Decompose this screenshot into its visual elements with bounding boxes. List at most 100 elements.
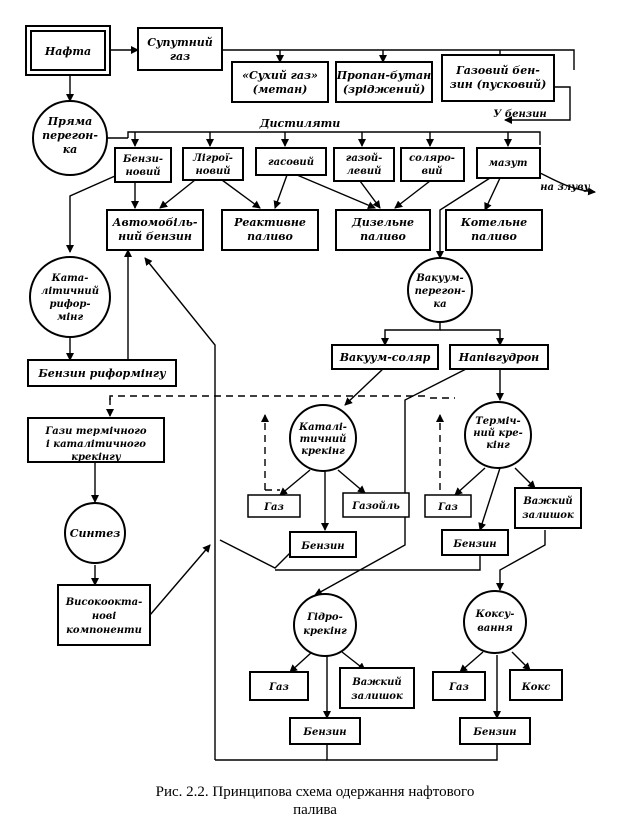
node-koks-box [509,669,563,701]
hidrokrekinh-label-0: Гідро- [306,612,342,623]
hazy-krekinhu-label-1: і каталітичного [46,439,146,450]
node-vakuum-perehonka: Вакуум-перегон-ка [415,273,466,310]
vysokooktanovi-label-1: нові [92,611,117,622]
node-benzynovyi-box [114,147,172,183]
koksuvannia-label-1: вання [477,623,513,634]
vysokooktanovi-label-0: Високоокта- [65,597,143,608]
node-soliarovyi-box [400,147,465,182]
node-dystyliaty: Дистиляти [259,117,341,130]
vysokooktanovi-label-2: компоненти [66,625,142,636]
node-koks: Кокс [521,682,551,693]
benzyn-ryforminhu-label-0: Бензин риформінгу [37,367,167,380]
priama-perehonka-label-0: Пряма [47,115,92,128]
katalitychnyi-ryforminh-label-0: Ката- [51,273,89,284]
node-napivhudron-box [449,344,549,370]
vazhkyi-zalyshok-2-label-1: залишок [351,691,403,702]
vakuum-perehonka-label-2: ка [433,299,446,310]
benzyn-4-label-0: Бензин [472,727,516,738]
node-benzynovyi: Бензи-новий [122,154,163,178]
node-suputnyi-gaz-box [137,27,223,71]
node-hazoil: Газойль [351,501,400,512]
node-sukhyi-gaz: «Сухий газ»(метан) [242,69,318,96]
lihroinovyi-label-1: новий [195,166,230,177]
node-na-zlyvu: на злуву [540,182,591,193]
benzyn-1-label-0: Бензин [300,541,344,552]
katalitychnyi-krekinh-label-1: тичний [300,434,347,445]
caption-line-1: палива [293,802,337,818]
soliarovyi-label-1: вий [421,166,442,177]
node-termichnyi-krekinh-circle [464,401,532,469]
node-kotelne-palyvo-box [445,209,543,251]
node-vazhkyi-zalyshok-2-box [339,667,415,709]
node-sukhyi-gaz-box [231,61,329,103]
node-katalitychnyi-ryforminh-circle [29,256,111,338]
node-soliarovyi: соляро-вий [409,153,455,177]
node-syntez: Синтез [70,527,120,540]
suputnyi-gaz-label-0: Супутний [147,36,213,49]
caption-line-0: Рис. 2.2. Принципова схема одержання наф… [156,784,475,800]
avtomobilnyi-benzyn-label-1: ний бензин [118,230,192,243]
gazovyi-benzyn-label-1: зин (пусковий) [450,78,547,91]
node-koksuvannia: Коксу-вання [475,609,515,634]
node-benzyn-1-box [289,531,357,558]
node-gazovyi-benzyn-box [441,54,555,102]
haz-3-label-0: Газ [268,682,289,693]
node-reaktyvne-palyvo-box [221,209,319,251]
node-mazut: мазут [489,158,528,169]
node-vysokooktanovi: Високоокта-нові компоненти [65,597,143,636]
node-vakuum-soliar-box [331,344,439,370]
hazy-krekinhu-label-0: Гази термічного [44,426,146,437]
node-nafta: Нафта [44,45,91,58]
soliarovyi-label-0: соляро- [409,153,455,164]
node-vakuum-perehonka-circle [407,257,473,323]
katalitychnyi-ryforminh-label-1: літичний [41,286,99,297]
sukhyi-gaz-label-0: «Сухий газ» [242,69,318,82]
priama-perehonka-label-1: перегон- [42,129,98,142]
syntez-label-0: Синтез [70,527,120,540]
benzynovyi-label-0: Бензи- [122,154,163,165]
node-haz-3: Газ [268,682,289,693]
dyzelne-palyvo-label-0: Дизельне [351,216,414,229]
vakuum-perehonka-label-0: Вакуум- [415,273,463,284]
dystyliaty-label-0: Дистиляти [259,117,341,130]
haz-1-label-0: Газ [263,502,284,513]
figure-caption: Рис. 2.2. Принципова схема одержання наф… [156,784,475,818]
node-vysokooktanovi-box [57,584,151,646]
benzyn-2-label-0: Бензин [452,539,496,550]
node-vakuum-soliar: Вакуум-соляр [339,351,431,364]
gazovyi-benzyn-label-0: Газовий бен- [455,64,540,77]
priama-perehonka-label-2: ка [63,143,78,156]
node-nafta-inner [30,30,106,71]
node-avtomobilnyi-benzyn-box [106,209,204,251]
kotelne-palyvo-label-1: паливо [471,230,517,243]
node-vazhkyi-zalyshok-1-box [514,487,582,529]
node-hasovyi-box [255,147,327,176]
benzynovyi-label-1: новий [125,167,160,178]
sukhyi-gaz-label-1: (метан) [253,83,308,96]
propan-butan-label-0: Пропан-бутан [336,69,431,82]
node-mazut-box [476,147,541,179]
node-hazoil-box [342,492,410,518]
node-benzyn-4-box [459,717,531,745]
node-napivhudron: Напівгудрон [458,351,539,364]
hazoil-label-0: Газойль [351,501,400,512]
node-priama-perehonka-circle [32,100,108,176]
node-hidrokrekinh: Гідро-крекінг [303,612,347,637]
node-syntez-circle [64,502,126,564]
connectors [66,46,596,761]
node-gazovyi-benzyn: Газовий бен-зин (пусковий) [450,64,547,91]
koks-label-0: Кокс [521,682,551,693]
node-avtomobilnyi-benzyn: Автомобіль-ний бензин [112,216,198,243]
hazoilevyi-label-1: левий [347,166,382,177]
haz-2-label-0: Газ [437,502,458,513]
termichnyi-krekinh-label-0: Терміч- [475,416,520,427]
vazhkyi-zalyshok-1-label-1: залишок [522,510,574,521]
